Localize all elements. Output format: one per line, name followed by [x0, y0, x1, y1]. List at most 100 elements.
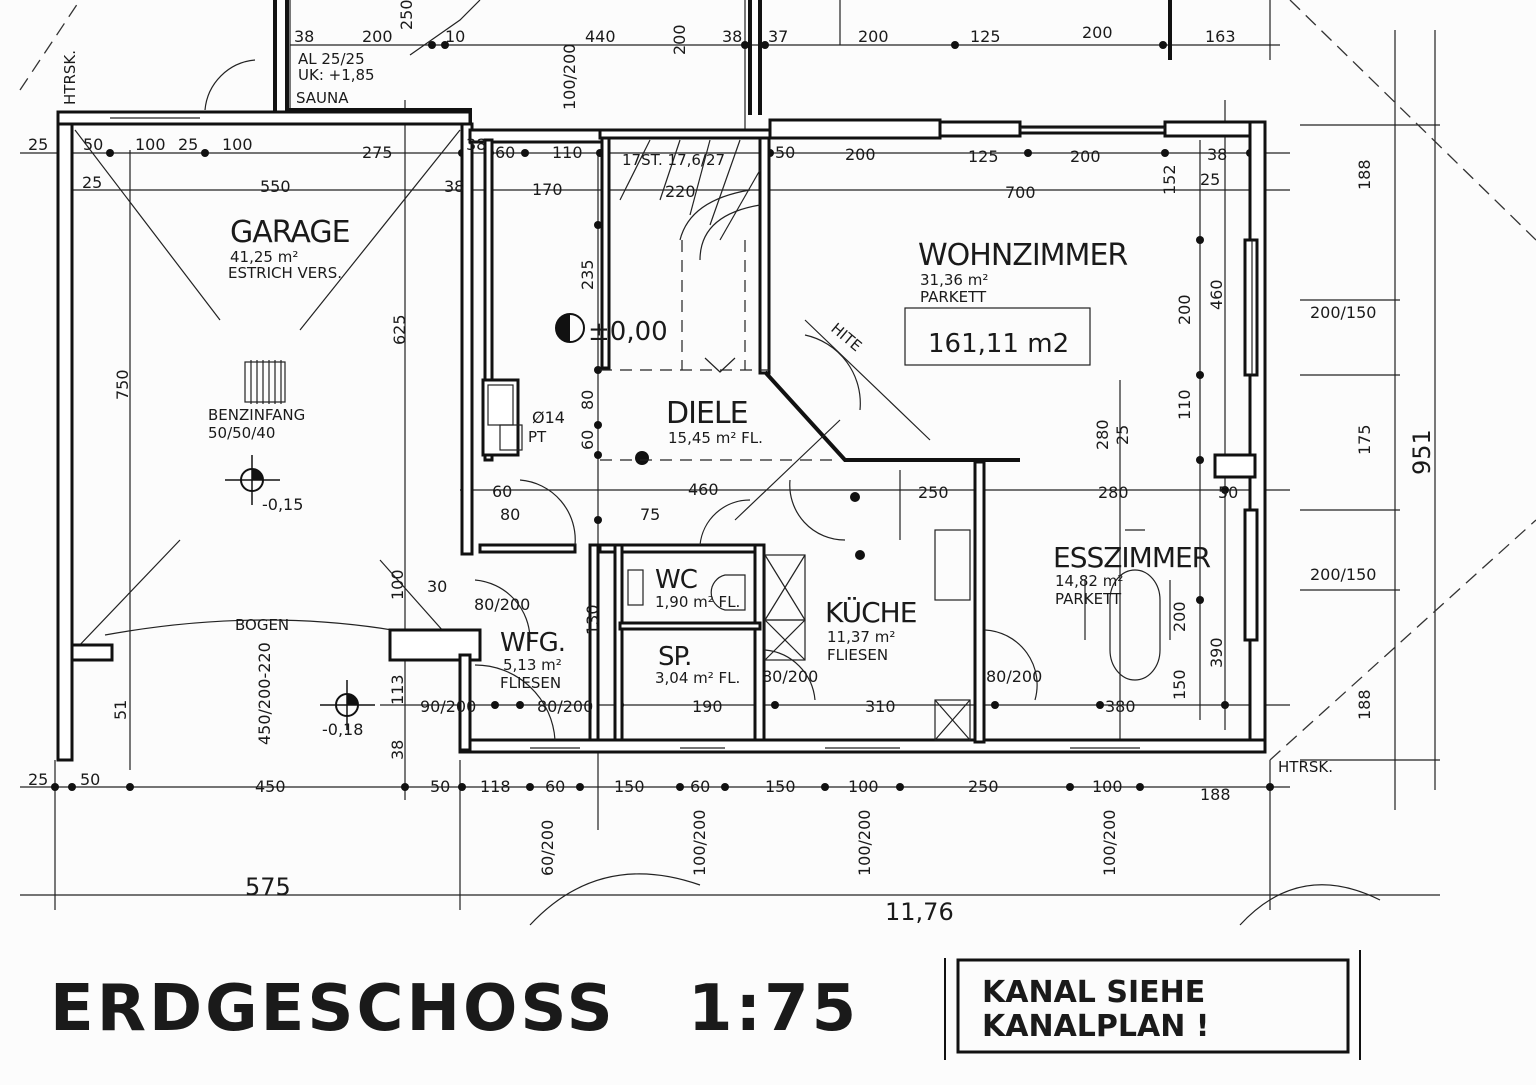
dim-label: 440	[585, 27, 616, 46]
dim-label: 25	[1200, 170, 1220, 189]
room-floor-wohnzimmer: PARKETT	[920, 288, 987, 306]
dim-label: 118	[480, 777, 511, 796]
dim-label: 80/200	[474, 595, 530, 614]
room-name-sauna: SAUNA	[296, 89, 349, 107]
room-area-sp: 3,04 m² FL.	[655, 669, 740, 687]
garage-diagonals	[74, 129, 461, 651]
level-outside: -0,18	[322, 720, 363, 739]
room-name-diele: DIELE	[666, 396, 748, 431]
dim-label: 25	[178, 135, 198, 154]
sauna-sill: UK: +1,85	[298, 66, 375, 84]
dim-label: 50	[83, 135, 103, 154]
room-name-wfg: WFG.	[500, 628, 565, 658]
dim-label: 51	[111, 700, 130, 720]
dim-label: 200	[1070, 147, 1101, 166]
dim-label: 460	[688, 480, 719, 499]
dim-label: 110	[1175, 389, 1194, 420]
dim-label: 190	[692, 697, 723, 716]
plan-title: ERDGESCHOSS	[50, 972, 616, 1046]
room-name-wohnzimmer: WOHNZIMMER	[918, 238, 1127, 273]
dim-label: 175	[1355, 424, 1374, 455]
dim-label: 750	[113, 369, 132, 400]
dim-label: 25	[28, 135, 48, 154]
dim-label: 250	[918, 483, 949, 502]
dim-label: 80/200	[986, 667, 1042, 686]
room-area-diele: 15,45 m² FL.	[668, 429, 763, 447]
dim-label: 50	[80, 770, 100, 789]
dim-label: 38	[1207, 145, 1227, 164]
dim-label: 100	[1092, 777, 1123, 796]
dim-label: 188	[1355, 159, 1374, 190]
dim-label: 188	[1355, 689, 1374, 720]
room-floor-kueche: FLIESEN	[827, 646, 888, 664]
room-name-garage: GARAGE	[230, 215, 350, 250]
dim-label: 60	[690, 777, 710, 796]
dim-label: 625	[390, 314, 409, 345]
dim-label: 10	[445, 27, 465, 46]
dim-label: 163	[1205, 27, 1236, 46]
dim-label: 200	[670, 24, 689, 55]
dim-label: 100	[135, 135, 166, 154]
dimension-labels: 200 10 440 200 38 37 200 125 200 163 250…	[28, 0, 1436, 926]
dim-label: 60/200	[538, 820, 557, 876]
room-area-wc: 1,90 m² FL.	[655, 593, 740, 611]
dim-label: 110	[552, 143, 583, 162]
dim-label: 25	[28, 770, 48, 789]
room-floor-wfg: FLIESEN	[500, 674, 561, 692]
dim-label: 50	[430, 777, 450, 796]
dim-label: 200/150	[1310, 565, 1376, 584]
dim-label: 75	[640, 505, 660, 524]
level-entry: ±0,00	[588, 317, 668, 347]
room-area-kueche: 11,37 m²	[827, 628, 895, 646]
dim-label: 130	[583, 604, 602, 635]
dim-label: 113	[388, 674, 407, 705]
dim-label: 200	[1175, 294, 1194, 325]
dim-label: 150	[614, 777, 645, 796]
dim-label: 450/200-220	[255, 642, 274, 745]
room-floor-esszimmer: PARKETT	[1055, 590, 1122, 608]
total-dim-garage: 575	[245, 873, 291, 901]
dim-label: 80	[578, 390, 597, 410]
dim-label: 150	[1170, 669, 1189, 700]
door-swings	[474, 307, 1171, 741]
htrsk-top: HTRSK.	[61, 50, 79, 105]
bogen-label: BOGEN	[235, 616, 289, 634]
walls	[56, 110, 1267, 762]
dim-label: 275	[362, 143, 393, 162]
dim-label: 250	[397, 0, 416, 30]
total-area: 161,11 m2	[928, 329, 1069, 359]
dim-label: 25	[1113, 425, 1132, 445]
title-block: ERDGESCHOSS 1:75 KANAL SIEHE KANALPLAN !	[50, 950, 1361, 1060]
dim-label: 50	[1218, 483, 1238, 502]
note-line-1: KANAL SIEHE	[982, 975, 1205, 1010]
room-name-sp: SP.	[658, 642, 691, 672]
dim-label: 152	[1160, 164, 1179, 195]
dim-label: 450	[255, 777, 286, 796]
benzinfang-size: 50/50/40	[208, 424, 275, 442]
drain-diameter: Ø14	[532, 408, 565, 427]
dim-label: 100/200	[560, 44, 579, 110]
dim-label: 200/150	[1310, 303, 1376, 322]
dim-label: 38	[466, 135, 486, 154]
dim-label: 60	[492, 482, 512, 501]
dim-label: 100/200	[690, 810, 709, 876]
dim-label: 280	[1098, 483, 1129, 502]
dim-label: 38	[294, 27, 314, 46]
sauna-opening: AL 25/25	[298, 50, 365, 68]
dim-label: 38	[722, 27, 742, 46]
room-name-kueche: KÜCHE	[825, 595, 916, 629]
dim-label: 310	[865, 697, 896, 716]
dim-label: 550	[260, 177, 291, 196]
dim-label: 170	[532, 180, 563, 199]
dim-label: 390	[1207, 637, 1226, 668]
dim-label: 250	[968, 777, 999, 796]
benzinfang-label: BENZINFANG	[208, 406, 305, 424]
dim-label: 38	[444, 177, 464, 196]
level-marker-icons	[225, 313, 585, 730]
room-area-garage: 41,25 m²	[230, 248, 298, 266]
dim-label: 200	[1170, 601, 1189, 632]
dim-label: 100/200	[855, 810, 874, 876]
dim-label: 38	[388, 740, 407, 760]
room-name-esszimmer: ESSZIMMER	[1053, 541, 1211, 574]
dim-label: 50	[775, 143, 795, 162]
